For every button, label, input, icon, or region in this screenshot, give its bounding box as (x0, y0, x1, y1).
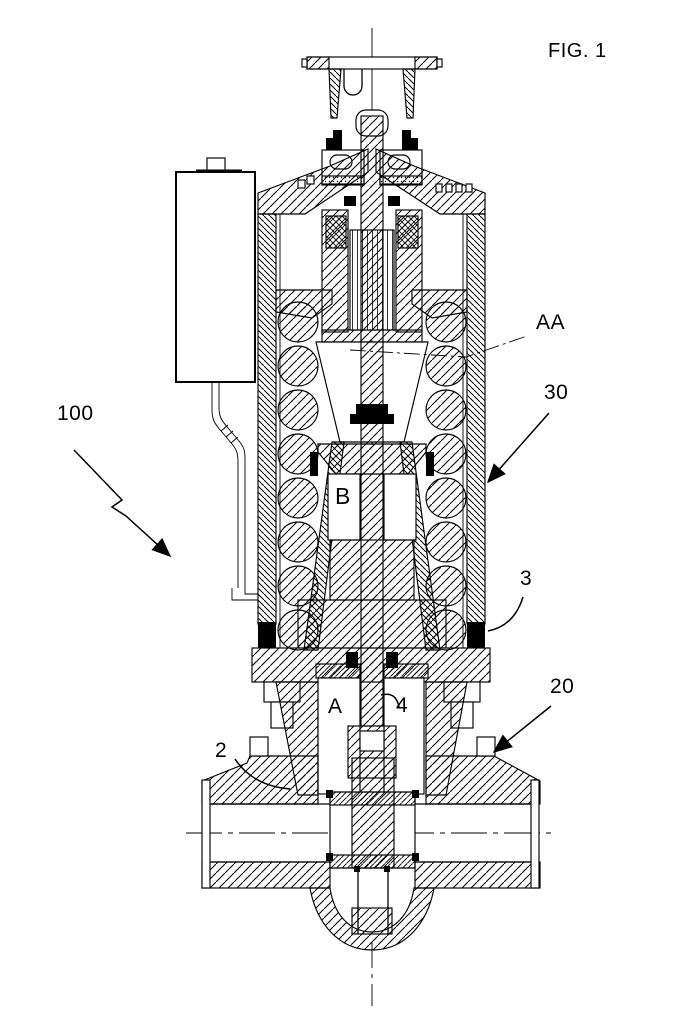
ref-label-3: 3 (520, 567, 533, 590)
ref-label-100: 100 (57, 402, 94, 425)
pilot-solenoid-box (175, 157, 258, 601)
ref-label-AA: AA (536, 311, 566, 334)
pilot-cylinder (321, 196, 423, 343)
ref-label-B: B (335, 483, 351, 509)
leader-lines (73, 335, 552, 790)
spring-left (275, 289, 333, 651)
figure-title: FIG. 1 (548, 40, 607, 62)
valve-stem (350, 115, 394, 727)
valve-body (201, 736, 541, 951)
ref-label-30: 30 (544, 381, 569, 404)
ref-label-20: 20 (550, 675, 575, 698)
ref-label-2: 2 (215, 739, 228, 762)
ref-label-4: 4 (396, 694, 409, 717)
ref-label-A: A (328, 695, 343, 718)
